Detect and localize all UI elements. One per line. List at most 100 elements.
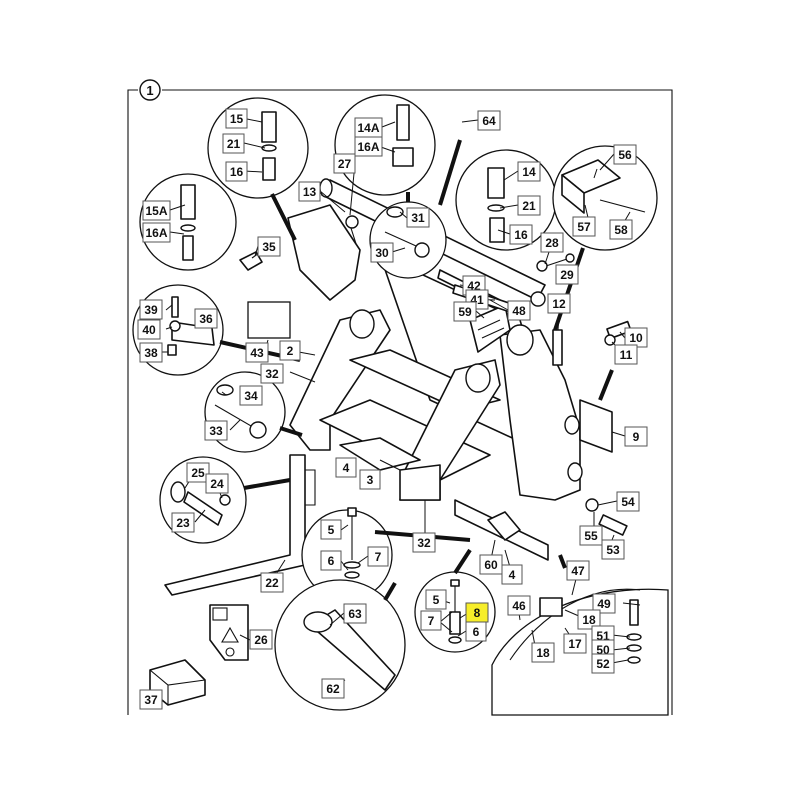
callout-text: 7 xyxy=(375,550,382,564)
callout-31: 31 xyxy=(406,207,430,228)
callout-text: 54 xyxy=(621,495,635,509)
callout-labels: 15 21 16 14A 16A 27 64 14 21 16 56 57 58… xyxy=(137,108,648,710)
callout-text: 14 xyxy=(522,165,536,179)
callout-23: 23 xyxy=(171,512,195,533)
callout-text: 4 xyxy=(509,568,516,582)
callout-57: 57 xyxy=(572,216,596,237)
callout-text: 43 xyxy=(250,346,264,360)
callout-36: 36 xyxy=(194,308,218,329)
callout-4a: 4 xyxy=(335,457,357,478)
callout-21b: 21 xyxy=(517,195,541,216)
callout-37: 37 xyxy=(139,689,163,710)
callout-12: 12 xyxy=(547,293,571,314)
callout-14: 14 xyxy=(517,161,541,182)
callout-18b: 18 xyxy=(531,642,555,663)
callout-text: 2 xyxy=(287,344,294,358)
callout-16A-left: 16A xyxy=(142,222,171,243)
callout-text: 24 xyxy=(210,477,224,491)
callout-8-highlighted: 8 xyxy=(465,602,489,623)
detail-circle-56 xyxy=(552,145,658,251)
callout-text: 62 xyxy=(326,682,340,696)
callout-text: 57 xyxy=(577,220,591,234)
callout-34: 34 xyxy=(239,385,263,406)
callout-16b: 16 xyxy=(509,224,533,245)
callout-text: 3 xyxy=(367,473,374,487)
callout-10: 10 xyxy=(624,327,648,348)
callout-63: 63 xyxy=(343,603,367,624)
callout-text: 47 xyxy=(571,564,585,578)
callout-text: 35 xyxy=(262,240,276,254)
callout-26: 26 xyxy=(249,629,273,650)
callout-text: 49 xyxy=(597,597,611,611)
callout-text: 58 xyxy=(614,223,628,237)
callout-48: 48 xyxy=(507,300,531,321)
callout-text: 59 xyxy=(458,305,472,319)
callout-60: 60 xyxy=(479,554,503,575)
callout-18a: 18 xyxy=(577,609,601,630)
callout-text: 25 xyxy=(191,466,205,480)
callout-25: 25 xyxy=(186,462,210,483)
callout-text: 26 xyxy=(254,633,268,647)
callout-text: 6 xyxy=(473,625,480,639)
callout-text: 11 xyxy=(620,348,633,362)
callout-29: 29 xyxy=(555,264,579,285)
callout-38: 38 xyxy=(139,342,163,363)
callout-52: 52 xyxy=(591,653,615,674)
callout-15A: 15A xyxy=(142,200,171,221)
callout-33: 33 xyxy=(204,420,228,441)
callout-22: 22 xyxy=(260,572,284,593)
callout-6b: 6 xyxy=(465,621,487,642)
callout-64: 64 xyxy=(477,110,501,131)
callout-28: 28 xyxy=(540,232,564,253)
callout-9: 9 xyxy=(624,426,648,447)
callout-27: 27 xyxy=(333,153,356,174)
callout-text: 12 xyxy=(552,297,566,311)
callout-text: 60 xyxy=(484,558,498,572)
callout-text: 29 xyxy=(560,268,574,282)
callout-text: 32 xyxy=(265,367,279,381)
callout-7b: 7 xyxy=(420,610,442,631)
callout-text: 15A xyxy=(145,204,167,218)
callout-text: 16 xyxy=(230,165,244,179)
callout-17: 17 xyxy=(563,633,587,654)
callout-56: 56 xyxy=(613,144,637,165)
detail-circle-15A xyxy=(139,173,237,271)
callout-text: 55 xyxy=(584,529,598,543)
callout-text: 39 xyxy=(144,303,158,317)
callout-59: 59 xyxy=(453,301,477,322)
callout-5a: 5 xyxy=(320,519,342,540)
callout-text: 53 xyxy=(606,543,620,557)
callout-text: 48 xyxy=(512,304,526,318)
callout-text: 7 xyxy=(428,614,435,628)
callout-15: 15 xyxy=(225,108,248,129)
callout-text: 10 xyxy=(629,331,643,345)
callout-6a: 6 xyxy=(320,550,342,571)
bolt-54-drawing xyxy=(585,498,628,536)
callout-text: 31 xyxy=(411,211,425,225)
callout-text: 16A xyxy=(357,140,379,154)
callout-text: 16 xyxy=(514,228,528,242)
callout-text: 13 xyxy=(303,185,317,199)
callout-text: 9 xyxy=(633,430,640,444)
callout-text: 21 xyxy=(522,199,536,213)
callout-text: 36 xyxy=(199,312,213,326)
callout-16a: 16 xyxy=(225,161,248,182)
blank-panel xyxy=(247,301,291,339)
decal-drawing xyxy=(209,604,249,661)
callout-14A-top: 14A xyxy=(354,117,383,138)
bolt-28-drawing xyxy=(536,253,575,272)
callout-text: 28 xyxy=(545,236,559,250)
callout-text: 18 xyxy=(582,613,596,627)
callout-text: 38 xyxy=(144,346,158,360)
callout-40: 40 xyxy=(137,319,161,340)
callout-text: 27 xyxy=(338,157,352,171)
callout-text: 5 xyxy=(433,593,440,607)
callout-text: 5 xyxy=(328,523,335,537)
callout-text: 32 xyxy=(417,536,431,550)
callout-text: 17 xyxy=(568,637,582,651)
figure-frame xyxy=(127,89,673,715)
callout-text: 14A xyxy=(357,121,379,135)
callout-text: 16A xyxy=(145,226,167,240)
callout-text: 4 xyxy=(343,461,350,475)
callout-46: 46 xyxy=(507,595,531,616)
